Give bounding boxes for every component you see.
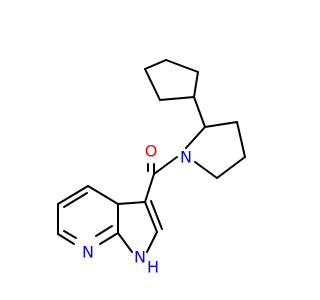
bond (117, 201, 146, 205)
pyrrolidine-ring (185, 121, 246, 179)
oxygen-atom-label: O (145, 142, 158, 161)
pyrrolidine-nitrogen-label: N (180, 148, 192, 167)
pyrrole-hydrogen-label: H (147, 258, 159, 277)
bond (193, 71, 199, 98)
bond (153, 156, 178, 175)
molecule-structure-diagram: O N N N H (57, 59, 246, 277)
pyridine-ring (57, 185, 119, 245)
bond (150, 200, 163, 230)
bond (144, 201, 158, 233)
bond (63, 230, 77, 239)
pyrrole-ring (117, 200, 163, 253)
pyridine-nitrogen-label: N (82, 243, 94, 262)
bond (159, 96, 195, 101)
bond (144, 173, 155, 203)
bond (144, 68, 161, 101)
bond (193, 96, 206, 128)
bond (236, 121, 246, 158)
bond (117, 232, 133, 253)
bond (57, 185, 89, 205)
bond (63, 192, 88, 208)
bond (95, 225, 113, 237)
bond (99, 232, 119, 245)
bond (146, 231, 158, 253)
bond (87, 185, 119, 205)
bond (57, 233, 75, 245)
bond (204, 121, 238, 128)
bond (185, 126, 206, 149)
bond (144, 59, 167, 70)
bond (194, 161, 218, 179)
pyrrole-nitrogen-label: N (134, 248, 146, 267)
carbonyl-double-bond (147, 163, 155, 175)
bond (165, 59, 199, 73)
cyclopentyl-ring (144, 59, 199, 101)
bond (216, 156, 246, 179)
